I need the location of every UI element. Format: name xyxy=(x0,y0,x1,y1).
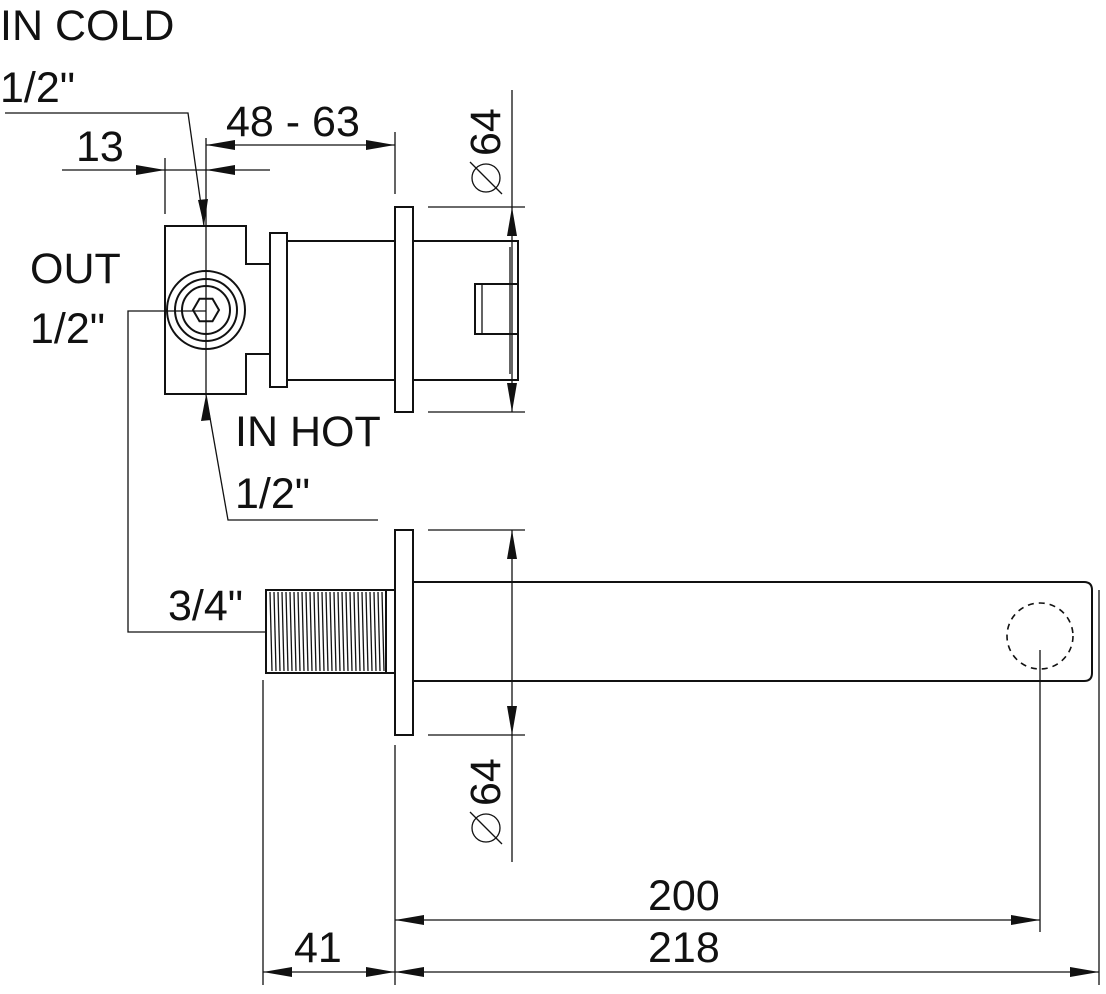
thread-line xyxy=(325,591,329,672)
thread-line xyxy=(281,591,285,672)
diameter-symbol-slash xyxy=(469,811,503,845)
thread-line xyxy=(293,591,297,672)
handle-lever xyxy=(474,283,519,335)
dia-label-bottom: 64 xyxy=(462,758,510,845)
thread-line xyxy=(277,591,281,672)
spout-arm xyxy=(413,581,1093,682)
spout-nut xyxy=(385,589,396,674)
dim-text-dia-top: 64 xyxy=(462,108,510,156)
label-in-cold-size: 1/2" xyxy=(0,64,75,112)
thread-line xyxy=(305,591,309,672)
pipe-route-line xyxy=(127,310,266,633)
diameter-symbol-icon xyxy=(471,163,501,193)
thread-line xyxy=(377,591,381,672)
arrow-200-left xyxy=(395,915,424,925)
out-connection-hex xyxy=(191,297,221,323)
spout-assembly xyxy=(265,529,1093,736)
thread-line xyxy=(373,591,377,672)
thread-line xyxy=(361,591,365,672)
thread-line xyxy=(297,591,301,672)
valve-sleeve xyxy=(286,240,396,381)
thread-line xyxy=(273,591,277,672)
diameter-symbol-icon xyxy=(471,813,501,843)
thread-line xyxy=(353,591,357,672)
label-in-hot: IN HOT xyxy=(235,408,381,456)
handle xyxy=(413,240,519,381)
thread-line xyxy=(301,591,305,672)
arrow-41-left xyxy=(263,967,292,977)
wall-plate-bottom xyxy=(394,529,414,736)
arrow-218-left xyxy=(395,967,424,977)
pipe-threads xyxy=(269,591,385,672)
valve-flange xyxy=(269,232,288,388)
label-in-hot-size: 1/2" xyxy=(235,470,310,518)
spout-outlet xyxy=(1006,602,1074,670)
thread-line xyxy=(337,591,341,672)
thread-line xyxy=(285,591,289,672)
arrow-dia-bot-down xyxy=(507,706,517,735)
thread-line xyxy=(333,591,337,672)
dim-text-218: 218 xyxy=(648,924,720,972)
label-thread-size: 3/4" xyxy=(168,582,243,630)
thread-line xyxy=(365,591,369,672)
arrow-dia-top-up xyxy=(507,207,517,236)
thread-line xyxy=(289,591,293,672)
dim-text-200: 200 xyxy=(648,872,720,920)
thread-line xyxy=(349,591,353,672)
valve-body xyxy=(164,225,271,395)
thread-line xyxy=(345,591,349,672)
arrow-218-right xyxy=(1070,967,1099,977)
thread-line xyxy=(317,591,321,672)
thread-line xyxy=(329,591,333,672)
thread-line xyxy=(381,591,385,672)
arrow-dia-bot-up xyxy=(507,530,517,559)
arrow-in-hot xyxy=(201,395,211,421)
dim-text-48-63: 48 - 63 xyxy=(226,98,360,146)
label-out-size: 1/2" xyxy=(30,305,105,353)
arrow-200-right xyxy=(1011,915,1040,925)
arrow-dia-top-down xyxy=(507,383,517,412)
diameter-symbol-slash xyxy=(469,161,503,195)
thread-line xyxy=(269,591,273,672)
thread-line xyxy=(341,591,345,672)
arrow-48-right xyxy=(366,140,395,150)
dim-text-dia-bottom: 64 xyxy=(462,758,510,806)
thread-line xyxy=(321,591,325,672)
dia-label-top: 64 xyxy=(462,108,510,195)
valve-assembly xyxy=(164,206,519,413)
arrow-41-right xyxy=(366,967,395,977)
dim-text-41: 41 xyxy=(294,924,342,972)
thread-line xyxy=(357,591,361,672)
thread-line xyxy=(309,591,313,672)
label-in-cold: IN COLD xyxy=(0,2,174,50)
arrow-13-right xyxy=(206,165,235,175)
leader-in-hot xyxy=(205,394,378,521)
arrow-13-left xyxy=(136,165,165,175)
label-out: OUT xyxy=(30,245,121,293)
thread-line xyxy=(369,591,373,672)
dim-text-13: 13 xyxy=(76,123,124,171)
wall-plate-top xyxy=(394,206,414,413)
thread-line xyxy=(313,591,317,672)
leader-in-cold xyxy=(5,112,205,227)
arrow-48-left xyxy=(206,140,235,150)
